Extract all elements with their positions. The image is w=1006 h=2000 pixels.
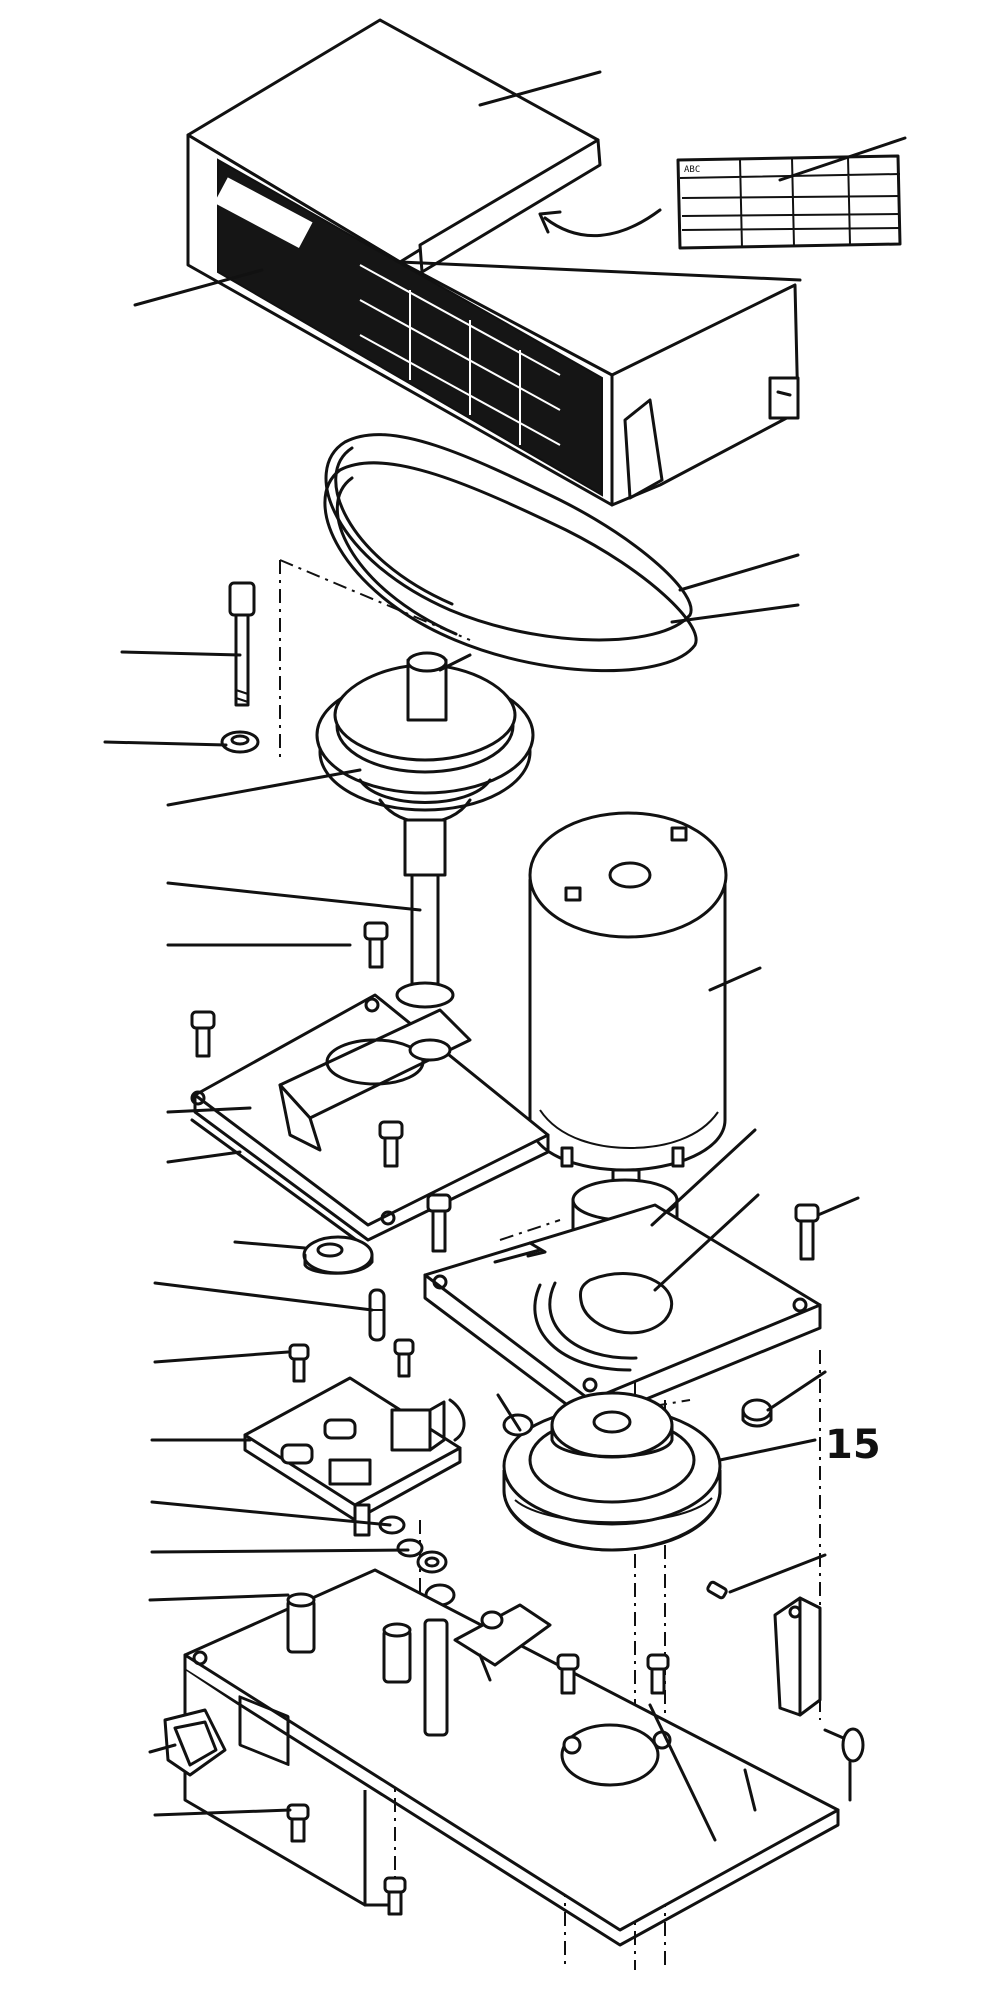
long-screw: [228, 581, 256, 707]
base-screw-2: [646, 1653, 670, 1695]
right-screw: [794, 1203, 820, 1261]
base-screw-1: [556, 1653, 580, 1695]
right-mount-plate: [423, 1203, 822, 1424]
cam-disc: [302, 1235, 374, 1275]
small-screw-2: [393, 1338, 415, 1378]
base-screw-3: [286, 1803, 310, 1843]
lower-pulley: [502, 1391, 722, 1552]
housing-cover: Owens/GI: [186, 18, 802, 507]
small-screw-1: [288, 1343, 310, 1383]
motor: [528, 811, 728, 1255]
leader-lines: [103, 70, 907, 1842]
plate-screw-2: [363, 921, 389, 969]
bushing-right: [741, 1398, 773, 1428]
standoff-tall: [423, 1618, 449, 1737]
set-screw: [706, 1580, 728, 1600]
thumb-screw: [823, 1727, 865, 1763]
plate-screw-1: [190, 1010, 216, 1058]
standoff-2: [382, 1622, 412, 1684]
washer-upper: [220, 730, 260, 754]
circuit-board: [243, 1376, 466, 1537]
motor-plate-screw: [426, 1193, 452, 1253]
insert-direction-arrow: [538, 208, 662, 238]
grommet: [163, 1708, 227, 1777]
callout-number: 15: [825, 1422, 881, 1468]
label-card: ABC: [676, 154, 902, 250]
standoff-1: [286, 1592, 316, 1654]
base-screw-4: [383, 1876, 407, 1916]
callout-15: 15: [825, 1422, 881, 1468]
svg-text:ABC: ABC: [684, 165, 700, 175]
upper-pulley-assembly: [315, 651, 535, 1009]
plate-screw-3: [378, 1120, 404, 1168]
left-mount-plate: [190, 993, 550, 1252]
pin: [368, 1288, 386, 1342]
